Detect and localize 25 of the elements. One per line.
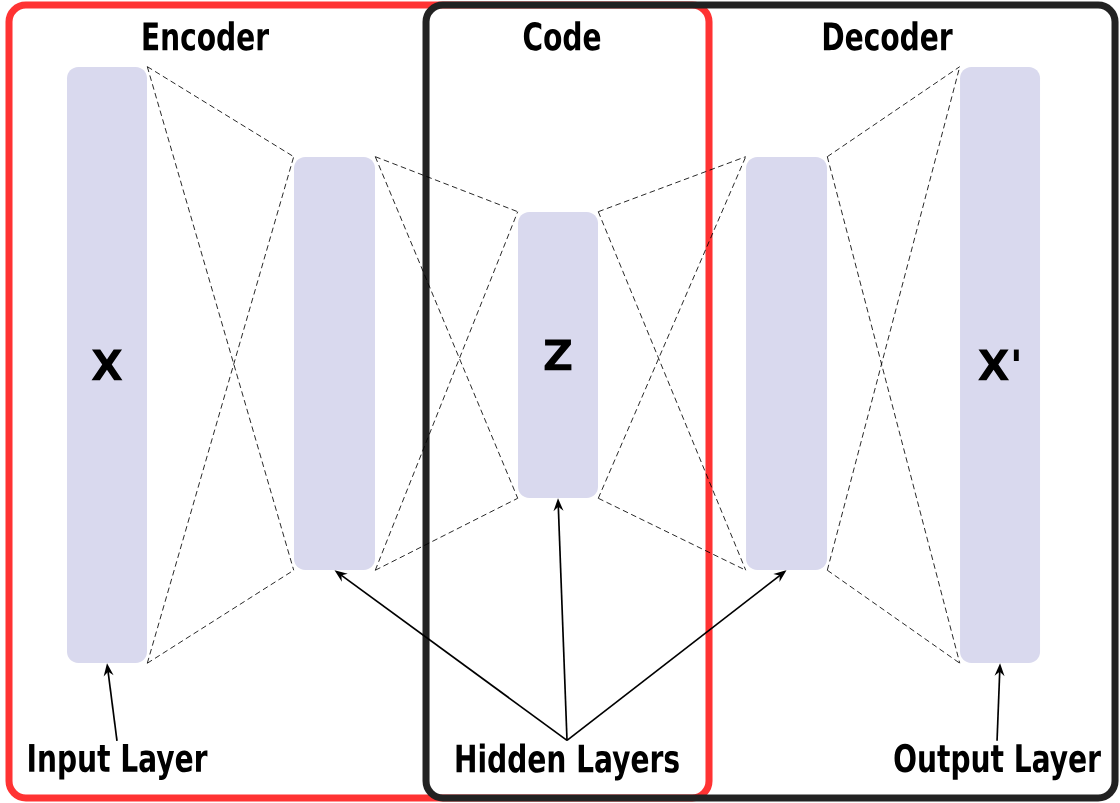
connection-line	[374, 211, 519, 571]
connection-line	[146, 66, 295, 158]
layer-bar	[746, 156, 828, 570]
layer-bar: X	[67, 66, 147, 663]
connection-line	[826, 156, 961, 664]
section-heading: Code	[523, 21, 601, 51]
connection-line	[826, 66, 961, 571]
connection-line	[826, 569, 961, 664]
connection-line	[374, 156, 519, 213]
connection-line	[597, 211, 747, 571]
connection-line	[374, 497, 519, 571]
layer-bar: Z	[518, 212, 598, 498]
connection-line	[826, 66, 961, 158]
connection-line	[597, 156, 747, 213]
layer-bar: X'	[960, 66, 1041, 663]
layer-label: Input Layer	[29, 744, 208, 780]
layer-label: Hidden Layers	[456, 743, 679, 781]
connection-line	[146, 156, 295, 664]
connection-line	[597, 156, 747, 499]
connection-line	[597, 497, 747, 571]
layer-bar	[294, 156, 375, 570]
connection-line	[146, 66, 295, 571]
layer-label: Output Layer	[894, 743, 1101, 781]
connection-line	[146, 569, 295, 664]
connection-line	[374, 156, 519, 499]
